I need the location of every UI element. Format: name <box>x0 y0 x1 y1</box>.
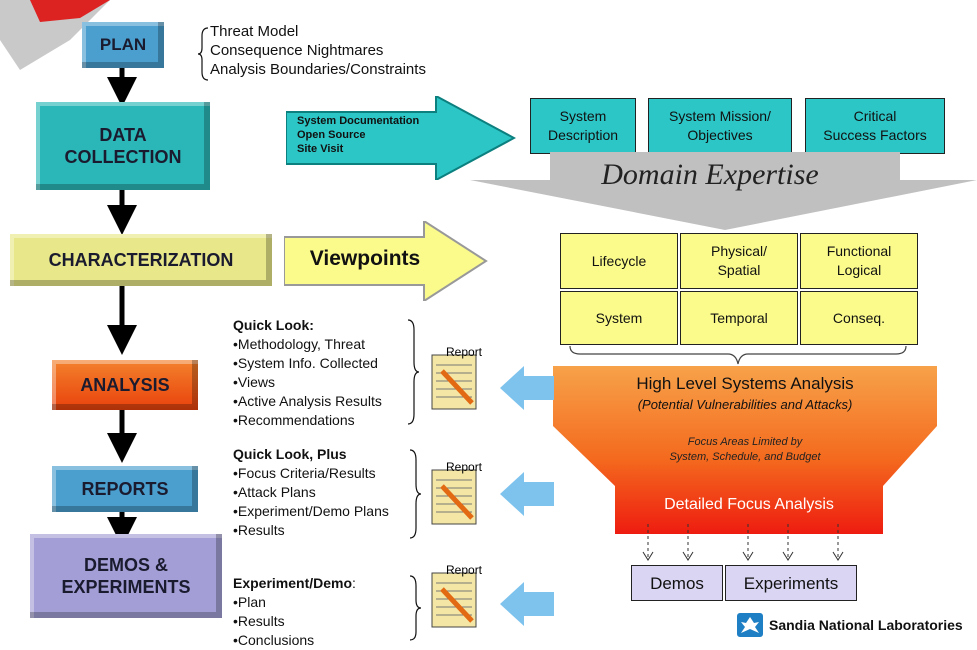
report-label: Report <box>446 345 483 359</box>
report-notepad-icon: Report <box>430 460 488 526</box>
funnel-focus: Focus Areas Limited by System, Schedule,… <box>553 435 937 465</box>
experiments-box: Experiments <box>725 565 857 601</box>
demos-step: DEMOS & EXPERIMENTS <box>30 534 222 618</box>
analysis-notes-brace <box>407 319 420 425</box>
funnel-focus-line: Focus Areas Limited by <box>687 436 803 448</box>
reports-note-item: •Results <box>233 522 285 538</box>
characterization-label: CHARACTERIZATION <box>48 249 234 270</box>
viewpoint-label: Lifecycle <box>591 252 647 269</box>
viewpoint-label: Conseq. <box>832 309 886 326</box>
viewpoint-lifecycle: Lifecycle <box>560 233 678 289</box>
demos-label-1: DEMOS & <box>83 554 168 575</box>
viewpoint-temporal: Temporal <box>680 291 798 345</box>
feedback-arrow-left <box>500 582 554 626</box>
domain-box-line: Success Factors <box>823 127 927 143</box>
reports-notes-brace <box>409 449 422 539</box>
viewpoint-physical: Physical/ Spatial <box>680 233 798 289</box>
viewpoint-functional: Functional Logical <box>800 233 918 289</box>
sandia-logo-text: Sandia National Laboratories <box>769 617 963 633</box>
data-source-item: Open Source <box>297 129 366 141</box>
plan-step: PLAN <box>82 22 164 68</box>
plan-brace <box>198 27 209 81</box>
data-collection-label-1: DATA <box>99 124 147 145</box>
plan-label: PLAN <box>99 35 147 55</box>
viewpoint-label: System <box>595 309 643 326</box>
domain-box-mission: System Mission/ Objectives <box>648 98 792 154</box>
data-sources-list: System Documentation Open Source Site Vi… <box>297 114 419 156</box>
domain-box-line: System <box>559 108 607 124</box>
demos-notes-heading: Experiment/Demo <box>233 575 353 591</box>
viewpoint-label: Physical/ Spatial <box>710 243 768 278</box>
data-source-item: System Documentation <box>297 115 420 127</box>
domain-box-line: Critical <box>853 108 897 124</box>
data-sources-arrow <box>286 96 516 180</box>
experiments-label: Experiments <box>743 573 839 593</box>
sandia-logo: Sandia National Laboratories <box>737 611 973 639</box>
analysis-note-item: •System Info. Collected <box>233 355 378 371</box>
plan-note: Analysis Boundaries/Constraints <box>210 61 426 78</box>
domain-expertise-chevron <box>470 152 977 230</box>
decorative-banner <box>0 0 110 70</box>
demos-note-item: •Plan <box>233 594 266 610</box>
report-notepad-icon: Report <box>430 345 488 411</box>
funnel-focus-line: System, Schedule, and Budget <box>669 451 821 463</box>
funnel-title: High Level Systems Analysis <box>636 374 854 393</box>
analysis-notes-heading: Quick Look: <box>233 317 314 333</box>
domain-expertise-title: Domain Expertise <box>601 158 819 191</box>
demos-notes-heading-suffix: : <box>352 575 356 591</box>
feedback-arrow-left <box>500 472 554 516</box>
viewpoint-label: Functional Logical <box>826 243 892 278</box>
reports-label: REPORTS <box>81 478 169 499</box>
reports-notes-heading: Quick Look, Plus <box>233 446 347 462</box>
dashed-output-arrows <box>642 524 844 561</box>
analysis-note-item: •Active Analysis Results <box>233 393 382 409</box>
report-label: Report <box>446 563 483 577</box>
analysis-label: ANALYSIS <box>80 374 170 395</box>
demos-note-item: •Conclusions <box>233 632 315 648</box>
reports-notes: Quick Look, Plus •Focus Criteria/Results… <box>233 445 389 540</box>
domain-box-system-description: System Description <box>530 98 636 154</box>
reports-note-item: •Experiment/Demo Plans <box>233 503 389 519</box>
demos-box: Demos <box>631 565 723 601</box>
reports-step: REPORTS <box>52 466 198 512</box>
plan-note: Threat Model <box>210 23 299 40</box>
plan-note: Consequence Nightmares <box>210 42 384 59</box>
feedback-arrow-left <box>500 366 554 410</box>
demos-note-item: •Results <box>233 613 285 629</box>
viewpoints-brace <box>569 345 907 365</box>
demos-notes: Experiment/Demo: •Plan •Results •Conclus… <box>233 574 356 650</box>
analysis-note-item: •Views <box>233 374 275 390</box>
analysis-notes: Quick Look: •Methodology, Threat •System… <box>233 316 382 430</box>
demos-label: Demos <box>650 573 704 593</box>
report-label: Report <box>446 460 483 474</box>
analysis-funnel <box>553 366 937 534</box>
viewpoints-arrow <box>284 221 488 301</box>
data-source-item: Site Visit <box>297 143 344 155</box>
viewpoint-conseq: Conseq. <box>800 291 918 345</box>
data-collection-step: DATA COLLECTION <box>36 102 210 190</box>
domain-box-csf: Critical Success Factors <box>805 98 945 154</box>
report-notepad-icon: Report <box>430 563 488 629</box>
data-collection-label-2: COLLECTION <box>64 147 182 167</box>
analysis-note-item: •Methodology, Threat <box>233 336 366 352</box>
analysis-step: ANALYSIS <box>52 360 198 410</box>
domain-box-line: System Mission/ <box>669 108 771 124</box>
sandia-thunderbird-icon <box>737 613 763 637</box>
funnel-bottom-label: Detailed Focus Analysis <box>664 496 834 513</box>
reports-note-item: •Focus Criteria/Results <box>233 465 376 481</box>
plan-notes: Threat Model Consequence Nightmares Anal… <box>210 22 426 79</box>
viewpoint-label: Temporal <box>710 309 768 326</box>
analysis-note-item: •Recommendations <box>233 412 355 428</box>
domain-box-line: Objectives <box>687 127 753 143</box>
domain-box-line: Description <box>547 127 619 143</box>
funnel-subtitle: (Potential Vulnerabilities and Attacks) <box>637 397 853 412</box>
viewpoints-label: Viewpoints <box>309 247 421 270</box>
viewpoint-system: System <box>560 291 678 345</box>
characterization-step: CHARACTERIZATION <box>10 234 272 286</box>
reports-note-item: •Attack Plans <box>233 484 316 500</box>
demos-label-2: EXPERIMENTS <box>61 577 191 597</box>
demos-notes-brace <box>409 575 422 641</box>
